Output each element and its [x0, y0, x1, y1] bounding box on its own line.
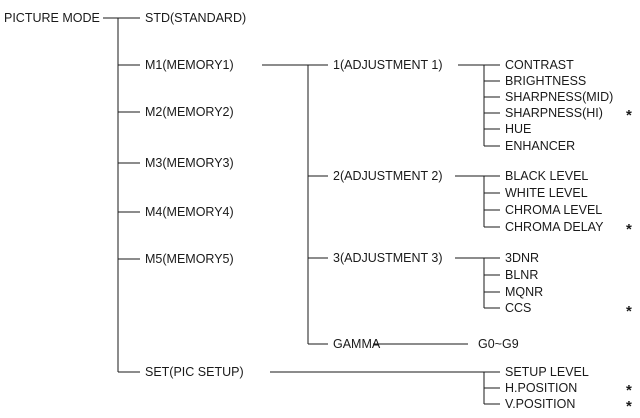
mode-m1: M1(MEMORY1) [145, 58, 234, 72]
asterisk-marker: * [626, 107, 632, 124]
leaf-sharpness-hi: SHARPNESS(HI) [505, 106, 603, 120]
mode-std: STD(STANDARD) [145, 11, 247, 25]
gamma: GAMMA [333, 337, 381, 351]
leaf-setup-level: SETUP LEVEL [505, 365, 589, 379]
mode-m4: M4(MEMORY4) [145, 205, 234, 219]
leaf-v-position: V.POSITION [505, 397, 576, 411]
adjustment-3: 3(ADJUSTMENT 3) [333, 251, 443, 265]
mode-m3: M3(MEMORY3) [145, 156, 234, 170]
leaf-enhancer: ENHANCER [505, 139, 576, 153]
mode-m2: M2(MEMORY2) [145, 105, 234, 119]
root-label: PICTURE MODE [4, 11, 100, 25]
leaf-chroma-level: CHROMA LEVEL [505, 203, 603, 217]
leaf-white-level: WHITE LEVEL [505, 186, 588, 200]
leaf-ccs: CCS [505, 301, 532, 315]
leaf-hue: HUE [505, 122, 532, 136]
leaf-brightness: BRIGHTNESS [505, 74, 587, 88]
leaf-gamma-range: G0~G9 [478, 337, 519, 351]
leaf-mqnr: MQNR [505, 285, 544, 299]
leaf-sharpness-mid: SHARPNESS(MID) [505, 90, 614, 104]
leaf-3dnr: 3DNR [505, 251, 540, 265]
adjustment-2: 2(ADJUSTMENT 2) [333, 169, 443, 183]
leaf-black-level: BLACK LEVEL [505, 169, 589, 183]
mode-m5: M5(MEMORY5) [145, 252, 234, 266]
leaf-blnr: BLNR [505, 268, 539, 282]
mode-set: SET(PIC SETUP) [145, 365, 244, 379]
leaf-h-position: H.POSITION [505, 381, 578, 395]
asterisk-marker: * [626, 382, 632, 399]
asterisk-marker: * [626, 221, 632, 238]
leaf-contrast: CONTRAST [505, 58, 574, 72]
asterisk-marker: * [626, 398, 632, 415]
leaf-chroma-delay: CHROMA DELAY [505, 220, 604, 234]
asterisk-marker: * [626, 303, 632, 320]
adjustment-1: 1(ADJUSTMENT 1) [333, 58, 443, 72]
